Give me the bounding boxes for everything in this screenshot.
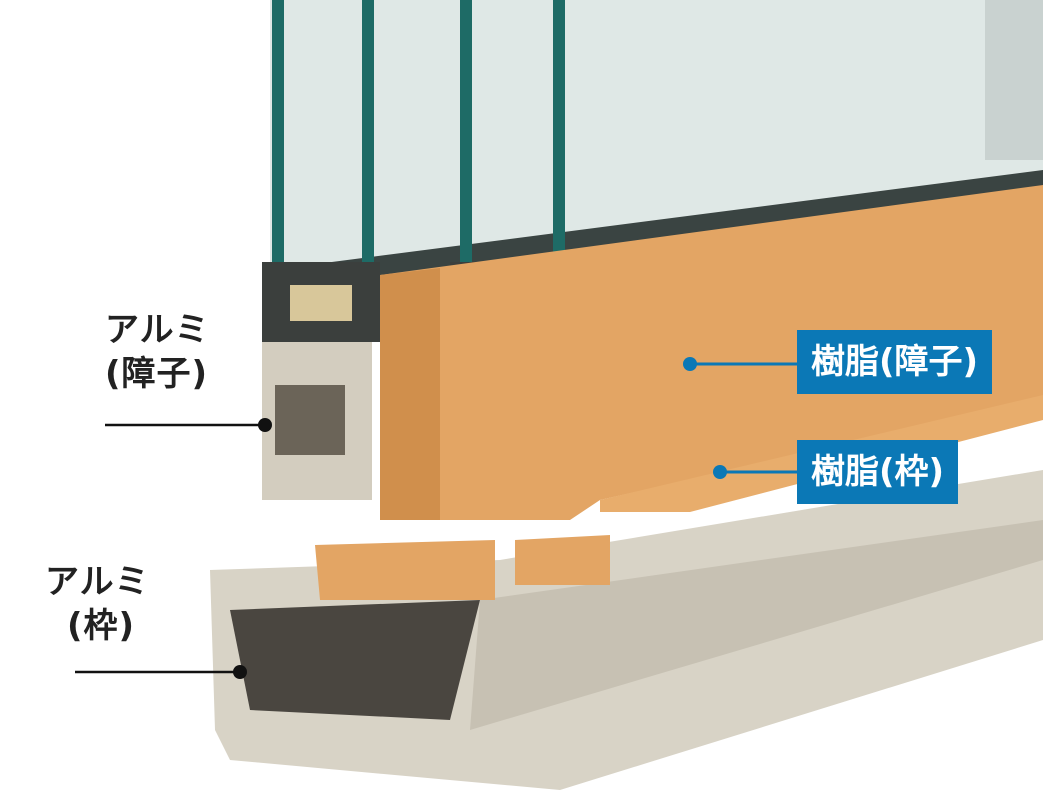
label-resin-frame: 樹脂(枠) [797,440,959,504]
label-aluminum-sash: アルミ (障子) [105,308,210,396]
label-line: (枠) [67,606,136,646]
glass-panes [272,0,565,300]
label-line: (障子) [105,354,209,394]
label-resin-sash: 樹脂(障子) [797,330,993,394]
label-line: アルミ [45,562,150,602]
callout-lines [75,357,800,679]
label-line: アルミ [105,310,210,350]
label-aluminum-frame: アルミ (枠) [45,560,150,648]
